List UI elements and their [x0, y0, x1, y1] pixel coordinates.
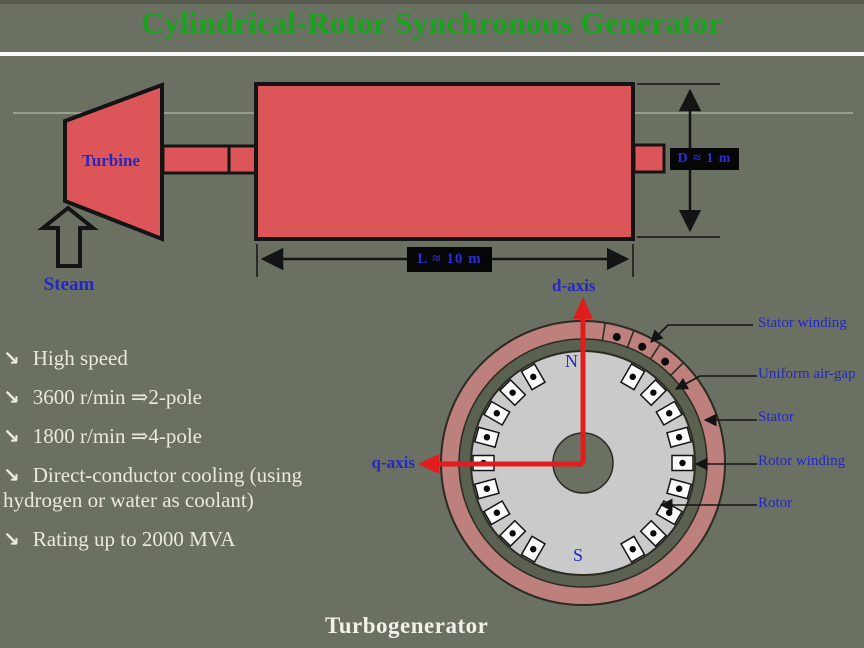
- rotor-slot: [498, 378, 527, 407]
- stator-conductor-dot: [612, 332, 621, 341]
- stator-slot-divider: [669, 362, 684, 377]
- slide-top-edge: [0, 0, 864, 4]
- d-axis-arrow: [573, 297, 593, 463]
- label-rotor-winding: Rotor winding: [758, 453, 846, 469]
- rotor-slot: [666, 477, 693, 500]
- rotor-slot: [619, 362, 646, 391]
- title-divider: [0, 52, 864, 56]
- turbine-label: Turbine: [82, 151, 140, 170]
- caption: Turbogenerator: [325, 613, 489, 638]
- rotor-slot: [639, 378, 668, 407]
- steam-label: Steam: [43, 274, 95, 295]
- length-dimension-label: L ≈ 10 m: [407, 247, 492, 272]
- rotor-slot: [473, 477, 500, 500]
- rotor-slot: [498, 519, 527, 548]
- rotor-slot: [482, 499, 511, 526]
- stator-conductor-dot: [661, 357, 670, 366]
- label-stator-winding: Stator winding: [758, 315, 847, 331]
- list-item-text: 3600 r/min ⇒2-pole: [32, 385, 203, 409]
- rotor-slot: [520, 535, 547, 564]
- list-item-text: High speed: [32, 346, 128, 370]
- list-item: ↘ Rating up to 2000 MVA: [3, 527, 349, 552]
- stator-winding-leader: [650, 324, 753, 343]
- page-title: Cylindrical-Rotor Synchronous Generator: [141, 5, 723, 40]
- rotor-slot: [655, 400, 684, 427]
- list-item: ↘ 3600 r/min ⇒2-pole: [3, 385, 349, 410]
- q-axis-label: q-axis: [371, 453, 415, 472]
- d-axis-label: d-axis: [552, 276, 596, 295]
- rotor-slot: [473, 426, 500, 449]
- generator-body: [254, 82, 635, 241]
- rotor-slot: [619, 535, 646, 564]
- list-item: ↘ High speed: [3, 346, 349, 371]
- air-gap-leader: [674, 375, 757, 390]
- list-item-text: Direct-conductor cooling (using hydrogen…: [3, 463, 303, 512]
- q-axis-arrow: [418, 454, 583, 474]
- list-item-text: 1800 r/min ⇒4-pole: [32, 424, 203, 448]
- south-pole-label: S: [573, 545, 584, 565]
- shaft-coupling: [161, 144, 258, 175]
- southeast-arrow-icon: ↘: [3, 527, 20, 551]
- southeast-arrow-icon: ↘: [3, 346, 20, 370]
- side-view-diagram: [13, 82, 853, 277]
- rotor-slot: [482, 400, 511, 427]
- rotor-slot: [666, 426, 693, 449]
- right-shaft-stub: [632, 143, 666, 174]
- steam-arrow-icon: [37, 205, 99, 268]
- north-pole-label: N: [565, 351, 578, 371]
- southeast-arrow-icon: ↘: [3, 424, 20, 448]
- stator-slot-divider: [649, 343, 661, 361]
- stator-winding-slots: [601, 323, 684, 377]
- rotor-slot: [520, 362, 547, 391]
- stator-conductor-dot: [638, 342, 647, 351]
- rotor-winding-slots: [472, 362, 694, 564]
- label-uniform-air-gap: Uniform air-gap: [758, 366, 856, 382]
- list-item: ↘ 1800 r/min ⇒4-pole: [3, 424, 349, 449]
- southeast-arrow-icon: ↘: [3, 385, 20, 409]
- stator-slot-divider: [601, 323, 606, 342]
- list-item: ↘Direct-conductor cooling (using hydroge…: [3, 463, 349, 513]
- rotor-slot: [639, 519, 668, 548]
- southeast-arrow-icon: ↘: [3, 463, 20, 487]
- stator-slot-divider: [626, 330, 635, 349]
- label-rotor: Rotor: [758, 495, 793, 511]
- cross-section-diagram: [418, 297, 757, 606]
- feature-list: ↘ High speed ↘ 3600 r/min ⇒2-pole ↘ 1800 r/…: [3, 346, 349, 566]
- turbine-shape: [63, 82, 164, 242]
- list-item-text: Rating up to 2000 MVA: [32, 527, 236, 551]
- rotor-slot: [671, 454, 694, 472]
- diameter-dimension-label: D ≈ 1 m: [670, 148, 739, 170]
- label-stator: Stator: [758, 409, 794, 425]
